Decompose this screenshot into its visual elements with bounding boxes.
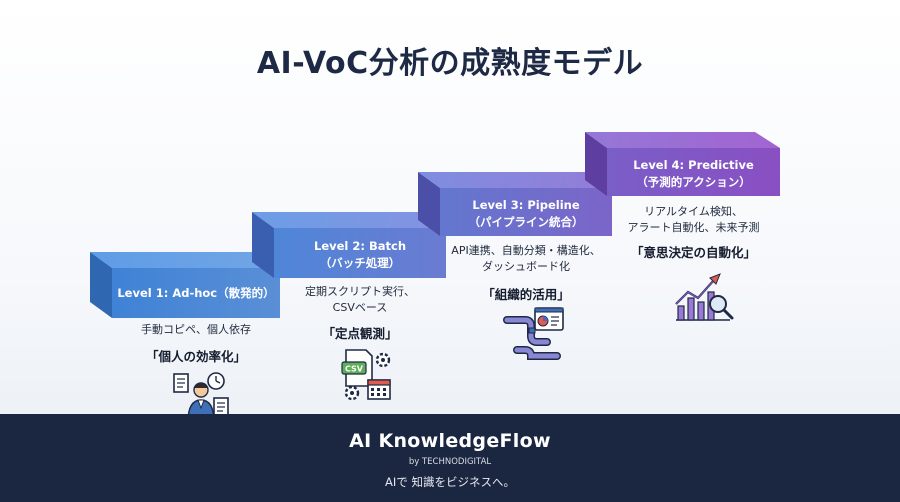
level-2-subtitle: （バッチ処理） xyxy=(319,256,401,270)
level-2-title: Level 2: Batch xyxy=(314,239,406,253)
csv-gears-calendar-icon: CSV xyxy=(341,349,391,401)
page-title: AI-VoC分析の成熟度モデル xyxy=(256,46,644,81)
footer-brand: AI KnowledgeFlow xyxy=(349,430,551,452)
pipeline-dashboard-icon xyxy=(503,307,564,360)
growth-chart-magnifier-icon xyxy=(675,273,734,321)
level-3-desc-line: ダッシュボード化 xyxy=(482,260,570,273)
level-4-desc-line: リアルタイム検知、 xyxy=(644,205,743,218)
level-2-label: Level 2: Batch （バッチ処理） xyxy=(274,238,446,272)
svg-text:CSV: CSV xyxy=(345,365,364,374)
level-1-title: Level 1: Ad-hoc（散発的） xyxy=(117,286,275,300)
level-2-key: 「定点観測」 xyxy=(322,326,398,341)
level-3-label: Level 3: Pipeline （パイプライン統合） xyxy=(440,197,612,231)
level-1-key: 「個人の効率化」 xyxy=(145,349,246,364)
level-3-desc-line: API連携、自動分類・構造化、 xyxy=(451,244,601,257)
level-4-key: 「意思決定の自動化」 xyxy=(630,245,756,260)
level-4-title: Level 4: Predictive xyxy=(633,158,754,172)
level-1-desc-line: 手動コピペ、個人依存 xyxy=(141,323,251,336)
footer-band: AI KnowledgeFlow by TECHNODIGITAL AIで 知識… xyxy=(0,414,900,502)
footer-tagline: AIで 知識をビジネスへ。 xyxy=(385,475,515,489)
step-level-4 xyxy=(585,132,780,196)
level-4-description: リアルタイム検知、 アラート自動化、未来予測 xyxy=(607,204,780,236)
step-level-3 xyxy=(418,172,612,236)
footer-byline: by TECHNODIGITAL xyxy=(408,457,492,467)
level-2-desc-line: 定期スクリプト実行、 xyxy=(305,285,415,298)
level-2-description: 定期スクリプト実行、 CSVベース xyxy=(274,284,446,316)
maturity-staircase xyxy=(90,132,780,318)
level-1-description: 手動コピペ、個人依存 xyxy=(112,322,280,338)
level-3-title: Level 3: Pipeline xyxy=(472,198,580,212)
level-2-desc-line: CSVベース xyxy=(332,301,388,314)
level-3-description: API連携、自動分類・構造化、 ダッシュボード化 xyxy=(440,243,612,275)
step-level-2 xyxy=(252,212,446,278)
level-3-key: 「組織的活用」 xyxy=(482,287,570,302)
level-1-label: Level 1: Ad-hoc（散発的） xyxy=(112,285,280,302)
level-4-subtitle: （予測的アクション） xyxy=(636,175,751,189)
level-4-desc-line: アラート自動化、未来予測 xyxy=(627,221,760,234)
level-3-subtitle: （パイプライン統合） xyxy=(468,215,584,229)
level-4-label: Level 4: Predictive （予測的アクション） xyxy=(607,157,780,191)
step-level-1 xyxy=(90,252,280,318)
